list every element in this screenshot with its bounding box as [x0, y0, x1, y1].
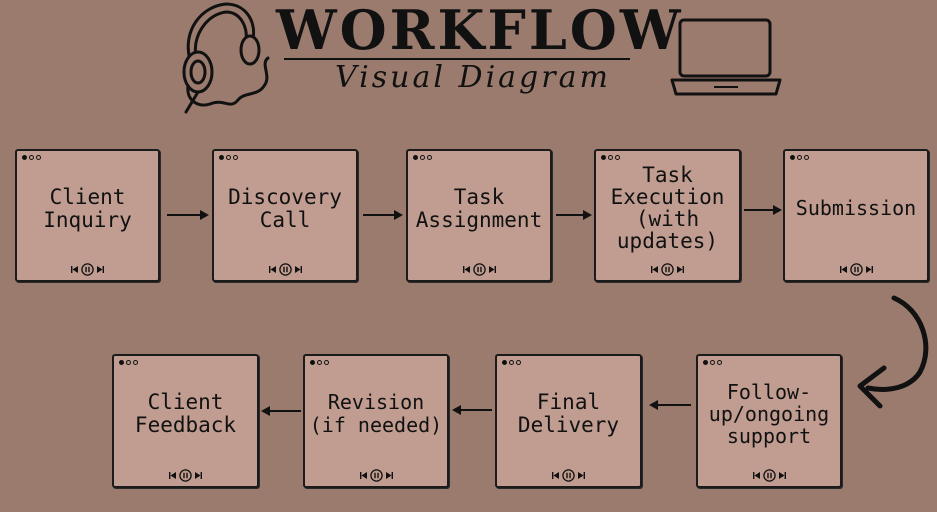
step-label: Task Execution (with updates)	[610, 162, 725, 253]
step-label: Client Inquiry	[43, 184, 132, 232]
pause-icon	[278, 262, 292, 276]
player-controls	[698, 468, 840, 482]
step-card-task-assignment: Task Assignment	[406, 149, 552, 282]
pause-icon	[661, 262, 674, 276]
next-icon	[294, 265, 302, 273]
player-controls	[497, 468, 640, 482]
window-dots	[703, 360, 722, 365]
step-label: Follow- up/ongoing support	[708, 380, 830, 448]
previous-icon	[839, 265, 847, 273]
diagram-title: WORKFLOW	[276, 0, 684, 62]
pause-icon	[369, 468, 383, 482]
step-card-discovery-call: Discovery Call	[212, 149, 358, 282]
window-dots	[119, 360, 138, 365]
arrow-left-icon	[649, 400, 691, 410]
player-controls	[214, 262, 356, 276]
step-label: Discovery Call	[228, 184, 342, 232]
diagram-subtitle: Visual Diagram	[335, 60, 611, 95]
next-icon	[578, 471, 585, 479]
player-controls	[596, 262, 739, 276]
next-icon	[865, 265, 873, 273]
previous-icon	[71, 265, 78, 273]
pause-icon	[849, 262, 863, 276]
pause-icon	[562, 468, 575, 482]
arrow-right-icon	[744, 205, 782, 215]
next-icon	[677, 265, 684, 273]
pause-icon	[472, 262, 486, 276]
window-dots	[790, 155, 809, 160]
headphones-icon	[182, 2, 270, 114]
laptop-icon	[670, 18, 782, 96]
step-card-client-inquiry: Client Inquiry	[15, 149, 160, 282]
next-icon	[385, 471, 393, 479]
next-icon	[778, 471, 786, 479]
title-underline	[284, 58, 630, 60]
arrow-right-icon	[363, 210, 403, 220]
step-label: Submission	[795, 196, 917, 220]
player-controls	[785, 262, 927, 276]
step-card-revision: Revision (if needed)	[303, 354, 449, 488]
next-icon	[488, 265, 496, 273]
window-dots	[22, 155, 41, 160]
arrow-left-icon	[452, 405, 492, 415]
player-controls	[114, 468, 257, 482]
window-dots	[413, 155, 432, 160]
step-card-follow-up: Follow- up/ongoing support	[696, 354, 842, 488]
previous-icon	[752, 471, 760, 479]
previous-icon	[462, 265, 470, 273]
previous-icon	[268, 265, 276, 273]
previous-icon	[359, 471, 367, 479]
step-label: Revision (if needed)	[309, 390, 443, 437]
previous-icon	[169, 471, 176, 479]
step-label: Task Assignment	[415, 184, 543, 232]
previous-icon	[651, 265, 658, 273]
pause-icon	[762, 468, 776, 482]
pause-icon	[81, 262, 94, 276]
step-card-submission: Submission	[783, 149, 929, 282]
arrow-right-icon	[556, 210, 592, 220]
step-label: Client Feedback	[134, 390, 237, 437]
curved-arrow-icon	[857, 295, 929, 409]
window-dots	[502, 360, 521, 365]
player-controls	[305, 468, 447, 482]
arrow-left-icon	[261, 406, 301, 416]
previous-icon	[552, 471, 559, 479]
next-icon	[97, 265, 104, 273]
arrow-right-icon	[167, 210, 209, 220]
next-icon	[195, 471, 202, 479]
player-controls	[408, 262, 550, 276]
step-card-task-execution: Task Execution (with updates)	[594, 149, 741, 282]
window-dots	[601, 155, 620, 160]
pause-icon	[179, 468, 192, 482]
window-dots	[219, 155, 238, 160]
step-card-client-feedback: Client Feedback	[112, 354, 259, 488]
player-controls	[17, 262, 158, 276]
step-card-final-delivery: Final Delivery	[495, 354, 642, 488]
step-label: Final Delivery	[517, 390, 620, 437]
window-dots	[310, 360, 329, 365]
